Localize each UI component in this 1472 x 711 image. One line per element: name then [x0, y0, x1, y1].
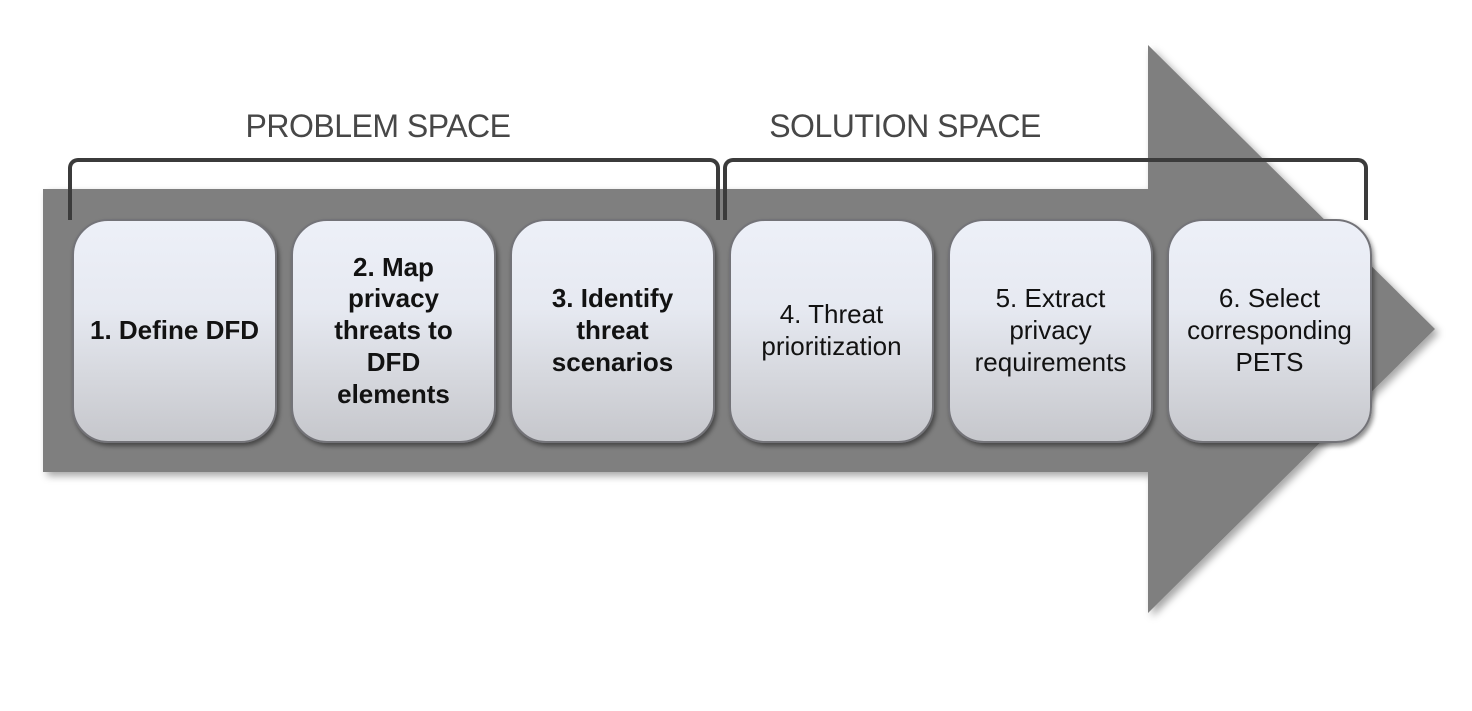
solution-space-label: SOLUTION SPACE: [769, 108, 1041, 144]
step-box-define-dfd: 1. Define DFD: [72, 219, 277, 443]
step-label: 1. Define DFD: [89, 315, 260, 346]
step-label: 2. Map privacy threats to DFD elements: [334, 251, 453, 409]
step-label: 5. Extract privacy requirements: [974, 283, 1127, 377]
problem-space-bracket: [68, 158, 720, 220]
step-label: 4. Threat prioritization: [761, 299, 902, 361]
step-box-threat-prioritization: 4. Threat prioritization: [729, 219, 934, 443]
step-label: 6. Select corresponding PETS: [1187, 283, 1352, 377]
step-box-identify-threat-scenarios: 3. Identify threat scenarios: [510, 219, 715, 443]
step-box-extract-privacy-requirements: 5. Extract privacy requirements: [948, 219, 1153, 443]
step-box-select-corresponding-pets: 6. Select corresponding PETS: [1167, 219, 1372, 443]
solution-space-bracket: [723, 158, 1368, 220]
problem-space-label: PROBLEM SPACE: [245, 108, 511, 144]
step-box-map-privacy-threats: 2. Map privacy threats to DFD elements: [291, 219, 496, 443]
step-label: 3. Identify threat scenarios: [551, 283, 674, 377]
